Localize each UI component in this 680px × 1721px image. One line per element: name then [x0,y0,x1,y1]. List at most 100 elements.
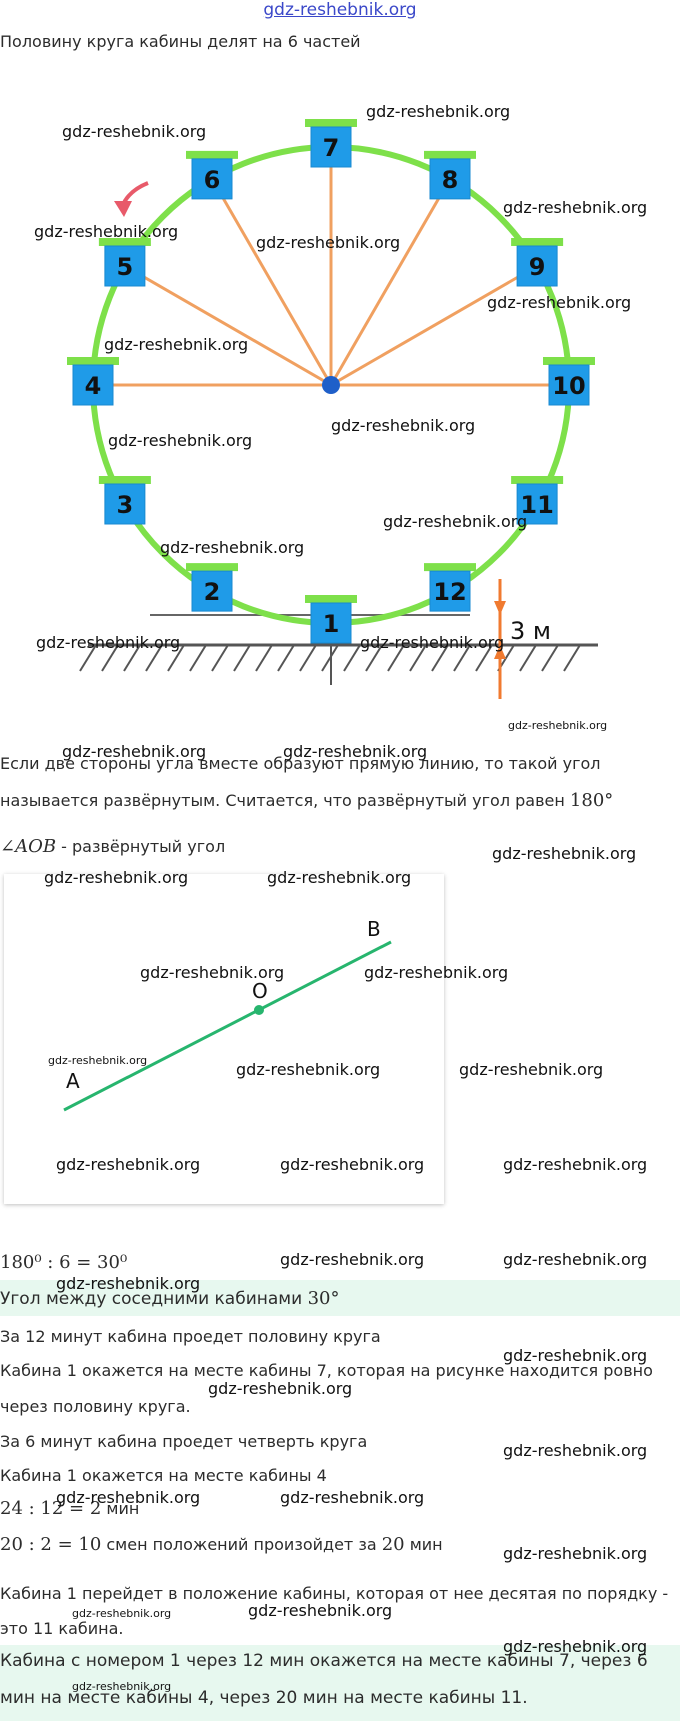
point-o-dot [254,1005,264,1015]
ground-hatch [431,644,449,672]
cabin-2 [191,570,233,612]
cabin-number-8: 8 [442,166,459,194]
watermark: gdz-reshebnik.org [366,102,511,121]
result1-text: Угол между соседними кабинами [0,1289,308,1309]
calc2-unit: мин [101,1499,140,1518]
cabin-roof-7 [305,119,357,127]
cabin-roof-5 [98,238,151,246]
watermark: gdz-reshebnik.org [248,1601,393,1620]
watermark: gdz-reshebnik.org [108,431,253,450]
calc3-text: смен положений произойдет за [101,1535,382,1554]
cabin-7 [310,126,352,168]
watermark: gdz-reshebnik.org [503,198,648,217]
aob-caption: ∠AOB - развёрнутый угол [0,836,225,857]
cabin-roof-8 [424,150,476,159]
straight-angle-value: 180° [569,790,614,811]
cabin-number-2: 2 [204,578,221,606]
cabin-number-3: 3 [117,491,134,519]
cabin-1 [310,602,352,644]
cabin-roof-1 [305,595,357,603]
ground-hatch [277,644,295,672]
watermark: gdz-reshebnik.org [56,1488,201,1507]
intro-text: Половину круга кабины делят на 6 частей [0,32,361,51]
ground-hatch [255,644,273,672]
ground-hatch [541,644,559,672]
watermark: gdz-reshebnik.org [160,538,305,557]
cabin-3 [104,483,146,525]
watermark: gdz-reshebnik.org [62,122,207,141]
ground-hatch [563,644,581,672]
watermark: gdz-reshebnik.org [44,868,189,887]
watermark: gdz-reshebnik.org [208,1379,353,1398]
wheel-hub [322,376,340,394]
cabin-roof-12 [424,563,476,572]
ground-hatch [453,644,471,672]
cabin-roof-11 [511,476,564,484]
solution-p4: Кабина 1 окажется на месте кабины 4 [0,1466,327,1485]
label-b: B [367,917,381,941]
angle-figure-card: A O B [4,874,444,1204]
height-label: 3 м [510,617,551,645]
cabin-number-10: 10 [552,372,585,400]
watermark: gdz-reshebnik.org [492,844,637,863]
cabin-6 [191,158,233,200]
calc-angle: 180⁰ : 6 = 30⁰ [0,1252,128,1273]
definition-line2: называется развёрнутым. Считается, что р… [0,790,613,811]
watermark: gdz-reshebnik.org [36,633,181,652]
watermark: gdz-reshebnik.org [56,1155,201,1174]
watermark: gdz-reshebnik.org [72,1680,172,1693]
definition-line2-text: называется развёрнутым. Считается, что р… [0,791,570,810]
watermark: gdz-reshebnik.org [283,742,428,761]
ground-hatch [145,644,163,672]
watermark: gdz-reshebnik.org [503,1441,648,1460]
cabin-roof-3 [98,476,151,484]
spoke-to-cabin-6 [329,178,452,386]
solution-p2a: Кабина 1 окажется на месте кабины 7, кот… [0,1361,653,1380]
watermark: gdz-reshebnik.org [503,1155,648,1174]
watermark: gdz-reshebnik.org [280,1250,425,1269]
calc3-math: 20 : 2 = 10 [0,1534,102,1555]
watermark: gdz-reshebnik.org [104,335,249,354]
height-arrow-top [494,601,506,615]
cabin-number-4: 4 [85,372,102,400]
calc-minutes: 24 : 12 = 2 мин [0,1498,139,1519]
watermark: gdz-reshebnik.org [383,512,528,531]
watermark: gdz-reshebnik.org [508,719,608,732]
final-highlight [0,1645,680,1721]
spoke-to-cabin-5 [330,264,538,387]
cabin-roof-6 [186,150,238,159]
ground-hatch [409,644,427,672]
cabin-12 [429,570,471,612]
cabin-number-7: 7 [323,134,340,162]
line-ab [63,940,392,1112]
cabin-10 [548,364,590,406]
watermark: gdz-reshebnik.org [48,1054,148,1067]
watermark: gdz-reshebnik.org [503,1346,648,1365]
ground-hatch [101,644,119,672]
watermark: gdz-reshebnik.org [331,416,476,435]
final-answer-line1: Кабина с номером 1 через 12 мин окажется… [0,1651,648,1671]
solution-p5a: Кабина 1 перейдет в положение кабины, ко… [0,1584,669,1603]
label-o: O [252,979,268,1003]
cabin-number-11: 11 [520,491,553,519]
cabin-4 [72,364,114,406]
cabin-roof-2 [186,563,238,572]
solution-p2b: через половину круга. [0,1397,191,1416]
result1-value: 30° [307,1288,340,1309]
site-link[interactable]: gdz-reshebnik.org [263,0,417,20]
watermark: gdz-reshebnik.org [503,1250,648,1269]
height-arrow-bottom [494,645,506,659]
cabin-roof-9 [511,238,564,246]
ground-hatch [233,644,251,672]
cabin-number-9: 9 [529,253,546,281]
cabin-number-5: 5 [117,253,134,281]
solution-p3: За 6 минут кабина проедет четверть круга [0,1432,368,1451]
ground-hatch [387,644,405,672]
watermark: gdz-reshebnik.org [140,963,285,982]
result1: Угол между соседними кабинами 30° [0,1288,339,1309]
label-a: A [66,1069,80,1093]
rotation-arrow-head [114,201,132,217]
solution-p5b: это 11 кабина. [0,1619,124,1638]
result1-highlight [0,1280,680,1316]
